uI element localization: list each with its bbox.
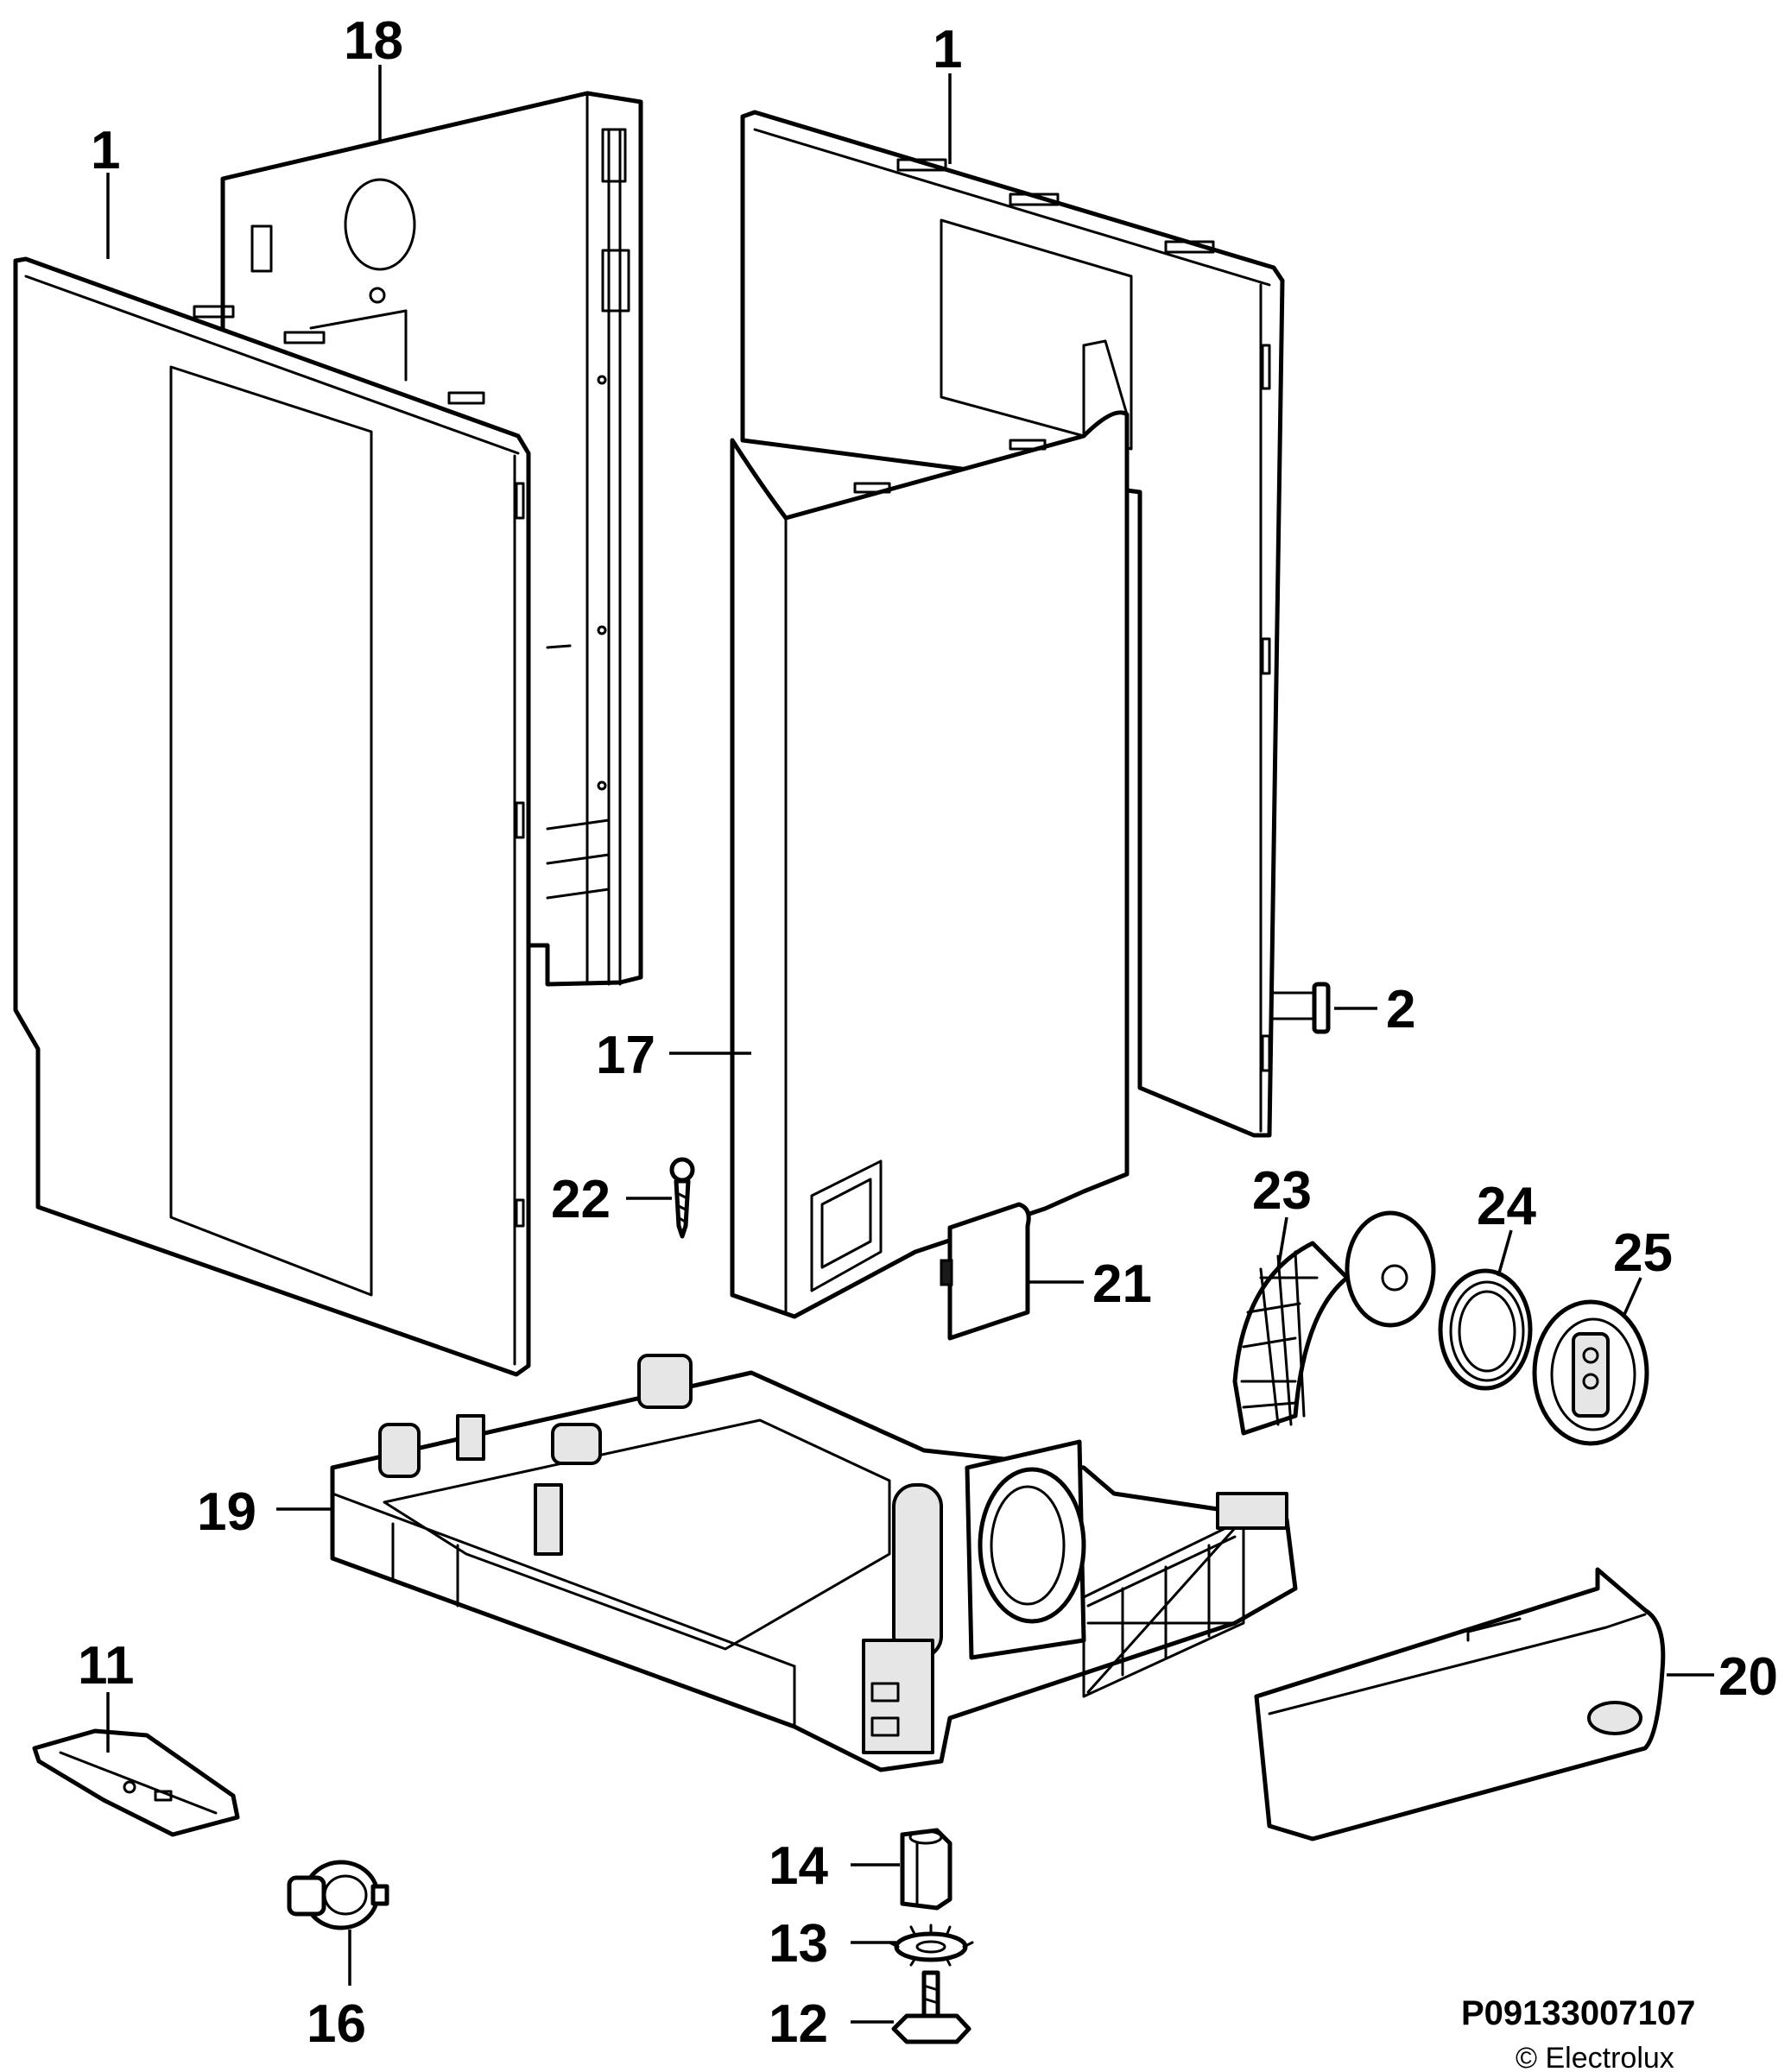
part-24-ring-seal: [1438, 1268, 1533, 1391]
part-1-right-side-panel: [740, 110, 1285, 1138]
part-22-screw: [669, 1157, 695, 1239]
label-19: 19: [197, 1482, 256, 1542]
part-14-hex-nut: [900, 1828, 952, 1911]
part-19-base-frame: [330, 1354, 1298, 1772]
part-20-kickplate: [1254, 1567, 1666, 1841]
label-1-right: 1: [933, 20, 962, 79]
label-1-left: 1: [91, 121, 120, 180]
part-17-front-panel: [730, 339, 1130, 1319]
part-12-levelling-foot: [891, 1970, 971, 2044]
label-23: 23: [1252, 1161, 1312, 1221]
part-2-clip: [1272, 982, 1331, 1034]
label-18: 18: [344, 11, 403, 71]
label-14: 14: [769, 1836, 828, 1896]
part-1-left-side-panel: [13, 256, 531, 1377]
copyright: © Electrolux: [1516, 2042, 1674, 2072]
label-22: 22: [551, 1170, 611, 1229]
label-16: 16: [307, 1994, 366, 2054]
label-2: 2: [1386, 980, 1415, 1039]
label-13: 13: [769, 1914, 828, 1974]
part-16-roller: [287, 1860, 389, 1930]
diagram-code: P09133007107: [1461, 1994, 1695, 2032]
label-17: 17: [596, 1026, 655, 1085]
label-20: 20: [1718, 1647, 1778, 1707]
leader-lines: [106, 65, 1714, 2024]
label-11: 11: [78, 1636, 135, 1696]
label-12: 12: [769, 1994, 828, 2054]
label-24: 24: [1477, 1177, 1536, 1236]
part-11-bracket: [32, 1728, 240, 1837]
part-21-flap: [940, 1202, 1031, 1341]
label-21: 21: [1092, 1254, 1152, 1314]
part-25-filter-cap: [1532, 1299, 1649, 1446]
part-13-star-washer: [888, 1924, 974, 1967]
part-23-filter-hose: [1232, 1210, 1436, 1436]
label-25: 25: [1613, 1223, 1673, 1283]
